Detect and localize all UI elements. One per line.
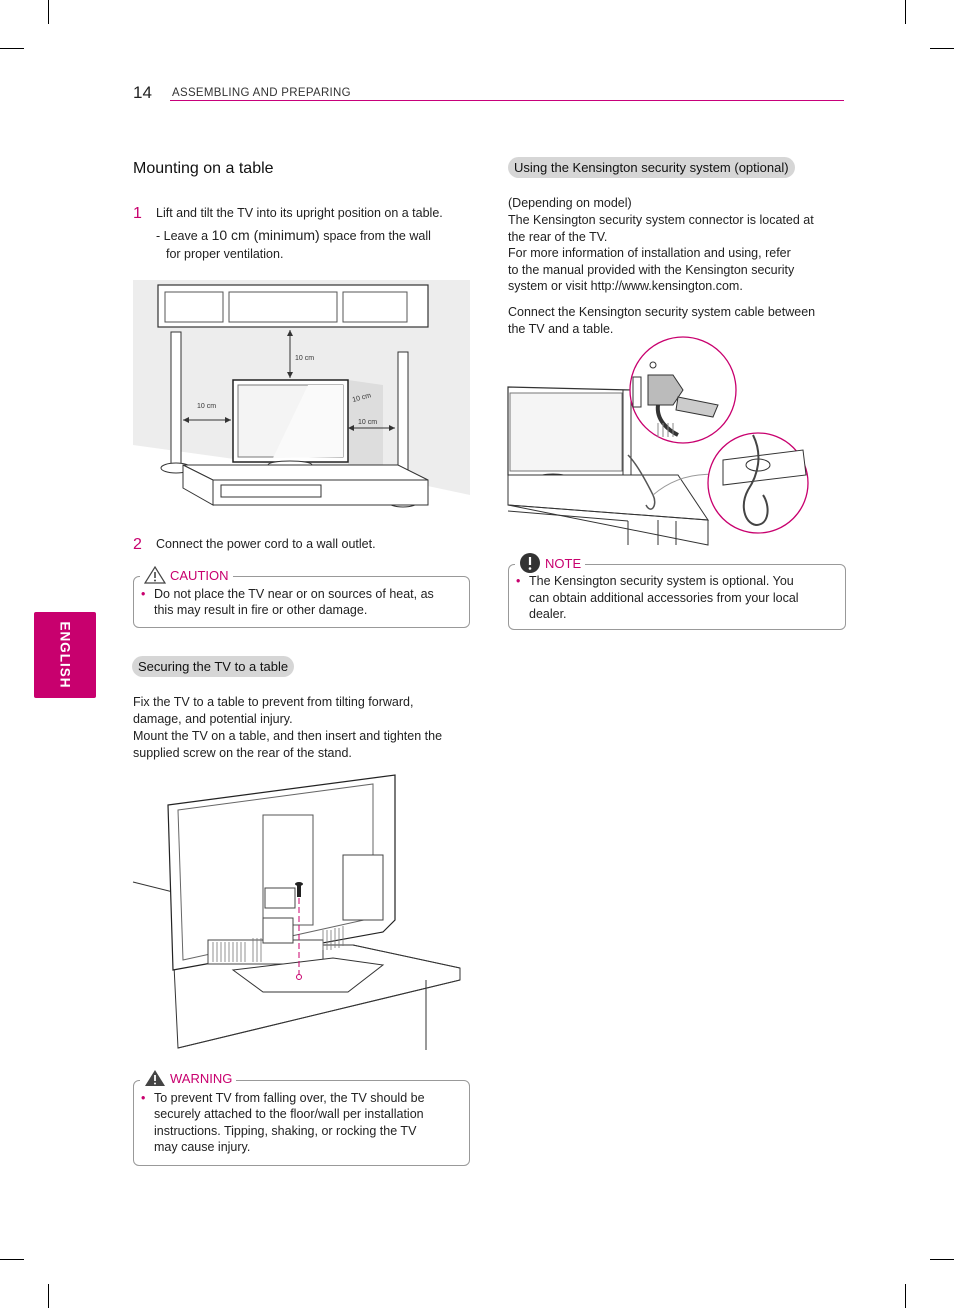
language-tab-label: ENGLISH bbox=[57, 621, 73, 689]
mounting-title: Mounting on a table bbox=[133, 160, 274, 177]
warning-bullet: • bbox=[141, 1091, 146, 1105]
note-bullet: • bbox=[516, 574, 521, 588]
warning-line-3: instructions. Tipping, shaking, or rocki… bbox=[154, 1124, 417, 1138]
caution-label-text: CAUTION bbox=[170, 567, 229, 583]
crop-mark bbox=[930, 48, 954, 49]
warning-line-1: To prevent TV from falling over, the TV … bbox=[154, 1091, 425, 1105]
step-1-text: Lift and tilt the TV into its upright po… bbox=[156, 206, 443, 220]
kensington-p1-line-5: to the manual provided with the Kensingt… bbox=[508, 263, 795, 277]
tv-rear-screw-diagram bbox=[132, 774, 461, 1050]
kensington-p1-line-6: system or visit http://www.kensington.co… bbox=[508, 279, 743, 293]
page-number: 14 bbox=[133, 83, 152, 102]
kensington-p1-line-3: the rear of the TV. bbox=[508, 230, 608, 244]
securing-section-title: Securing the TV to a table bbox=[132, 656, 295, 677]
step-1-number: 1 bbox=[133, 205, 142, 222]
header-divider bbox=[170, 100, 844, 101]
step-2-text: Connect the power cord to a wall outlet. bbox=[156, 537, 376, 551]
warning-icon bbox=[145, 1070, 165, 1086]
warning-label-text: WARNING bbox=[170, 1070, 233, 1086]
caution-bullet: • bbox=[141, 587, 146, 601]
step-1-subnote-line2: for proper ventilation. bbox=[166, 247, 284, 261]
crop-mark bbox=[48, 1284, 49, 1308]
crop-mark bbox=[905, 1284, 906, 1308]
note-box bbox=[508, 564, 846, 630]
kensington-p2-line-1: Connect the Kensington security system c… bbox=[508, 305, 816, 319]
note-icon bbox=[520, 553, 540, 573]
clearance-rear-label: 10 cm bbox=[352, 392, 372, 404]
securing-line-4: supplied screw on the rear of the stand. bbox=[133, 746, 352, 760]
crop-mark bbox=[48, 0, 49, 24]
clearance-top-label: 10 cm bbox=[295, 355, 314, 362]
crop-mark bbox=[905, 0, 906, 24]
securing-line-1: Fix the TV to a table to prevent from ti… bbox=[133, 695, 414, 709]
note-label: NOTE bbox=[515, 552, 586, 574]
step-1-sub-prefix: - Leave a bbox=[156, 229, 212, 243]
warning-label: WARNING bbox=[140, 1069, 237, 1087]
note-line-3: dealer. bbox=[529, 607, 567, 621]
securing-line-2: damage, and potential injury. bbox=[133, 712, 293, 726]
warning-line-2: securely attached to the floor/wall per … bbox=[154, 1107, 424, 1121]
step-1-sub-suffix: space from the wall bbox=[319, 229, 431, 243]
caution-box bbox=[133, 576, 470, 628]
kensington-p1-line-2: The Kensington security system connector… bbox=[508, 213, 814, 227]
note-line-1: The Kensington security system is option… bbox=[529, 574, 794, 588]
step-1-subnote: - Leave a 10 cm (minimum) space from the… bbox=[156, 227, 431, 245]
caution-text-line-2: this may result in fire or other damage. bbox=[154, 603, 368, 617]
warning-box bbox=[133, 1080, 470, 1166]
kensington-p2-line-2: the TV and a table. bbox=[508, 322, 614, 336]
caution-text-line-1: Do not place the TV near or on sources o… bbox=[154, 587, 434, 601]
language-tab: ENGLISH bbox=[34, 612, 96, 698]
kensington-p1-line-4: For more information of installation and… bbox=[508, 246, 791, 260]
note-line-2: can obtain additional accessories from y… bbox=[529, 591, 799, 605]
crop-mark bbox=[0, 1259, 24, 1260]
step-1-sub-highlight: 10 cm (minimum) bbox=[211, 227, 320, 243]
kensington-section-title: Using the Kensington security system (op… bbox=[508, 157, 795, 178]
note-label-text: NOTE bbox=[545, 555, 582, 571]
securing-line-3: Mount the TV on a table, and then insert… bbox=[133, 729, 443, 743]
kensington-lock-diagram bbox=[507, 336, 809, 546]
warning-line-4: may cause injury. bbox=[154, 1140, 251, 1154]
kensington-p1-line-1: (Depending on model) bbox=[508, 196, 632, 210]
caution-icon bbox=[143, 565, 167, 584]
crop-mark bbox=[930, 1259, 954, 1260]
step-2-number: 2 bbox=[133, 536, 142, 553]
caution-label: CAUTION bbox=[140, 565, 233, 584]
clearance-left-label: 10 cm bbox=[197, 403, 216, 410]
clearance-right-label: 10 cm bbox=[358, 419, 377, 426]
section-title: ASSEMBLING AND PREPARING bbox=[172, 87, 351, 99]
ventilation-diagram: 10 cm 10 cm 10 cm 10 cm bbox=[133, 280, 470, 508]
crop-mark bbox=[0, 48, 24, 49]
